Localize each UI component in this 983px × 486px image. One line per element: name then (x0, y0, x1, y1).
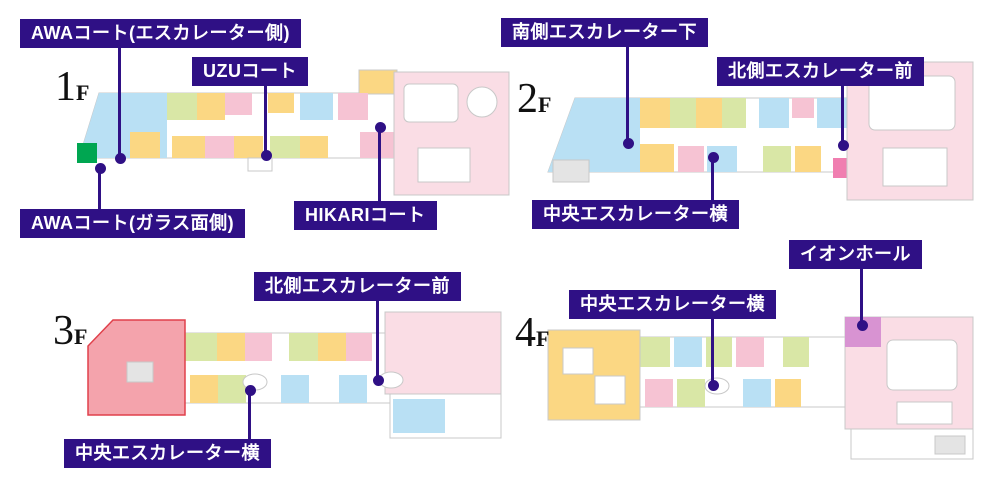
connector-dot-north-escalator-front-2f (838, 140, 849, 151)
floor-number: 2 (517, 76, 538, 122)
connector-line-north-escalator-front-3f (376, 299, 379, 381)
floor-number: 3 (53, 308, 74, 354)
connector-dot-south-escalator-below (623, 138, 634, 149)
callout-north-escalator-front-3f: 北側エスカレーター前 (254, 272, 461, 301)
floor-suffix: F (76, 80, 90, 105)
connector-line-south-escalator-below (626, 45, 629, 144)
floor-suffix: F (74, 324, 88, 349)
connector-line-central-escalator-side-3f (248, 389, 251, 441)
callout-uzu-court: UZUコート (192, 57, 308, 86)
connector-line-awa-court-glass-side (98, 167, 101, 211)
connector-line-hikari-court (378, 126, 381, 203)
floor-map-2f (547, 61, 974, 201)
connector-line-central-escalator-side-2f (711, 156, 714, 202)
callout-north-escalator-front-2f: 北側エスカレーター前 (717, 57, 924, 86)
callout-aeon-hall: イオンホール (789, 240, 922, 269)
floor-map-4f (547, 316, 974, 460)
floor-map-3f (87, 311, 502, 439)
connector-dot-aeon-hall (857, 320, 868, 331)
callout-hikari-court: HIKARIコート (294, 201, 437, 230)
connector-dot-awa-court-glass-side (95, 163, 106, 174)
floor-map-1f (77, 69, 510, 196)
callout-central-escalator-side-4f: 中央エスカレーター横 (569, 290, 776, 319)
floor-number: 4 (515, 310, 536, 356)
floor-suffix: F (536, 326, 550, 351)
connector-dot-hikari-court (375, 122, 386, 133)
connector-line-uzu-court (264, 84, 267, 156)
callout-central-escalator-side-2f: 中央エスカレーター横 (532, 200, 739, 229)
connector-dot-central-escalator-side-2f (708, 152, 719, 163)
floor-suffix: F (538, 92, 552, 117)
connector-dot-uzu-court (261, 150, 272, 161)
callout-south-escalator-below: 南側エスカレーター下 (501, 18, 708, 47)
connector-line-central-escalator-side-4f (711, 317, 714, 387)
connector-line-aeon-hall (860, 267, 863, 327)
connector-dot-central-escalator-side-3f (245, 385, 256, 396)
floor-number: 1 (55, 64, 76, 110)
connector-line-awa-court-escalator-side (118, 47, 121, 159)
callout-awa-court-glass-side: AWAコート(ガラス面側) (20, 209, 246, 238)
connector-dot-central-escalator-side-4f (708, 380, 719, 391)
connector-line-north-escalator-front-2f (841, 84, 844, 146)
connector-dot-awa-court-escalator-side (115, 153, 126, 164)
connector-dot-north-escalator-front-3f (373, 375, 384, 386)
callout-central-escalator-side-3f: 中央エスカレーター横 (64, 439, 271, 468)
callout-awa-court-escalator-side: AWAコート(エスカレーター側) (20, 19, 301, 48)
